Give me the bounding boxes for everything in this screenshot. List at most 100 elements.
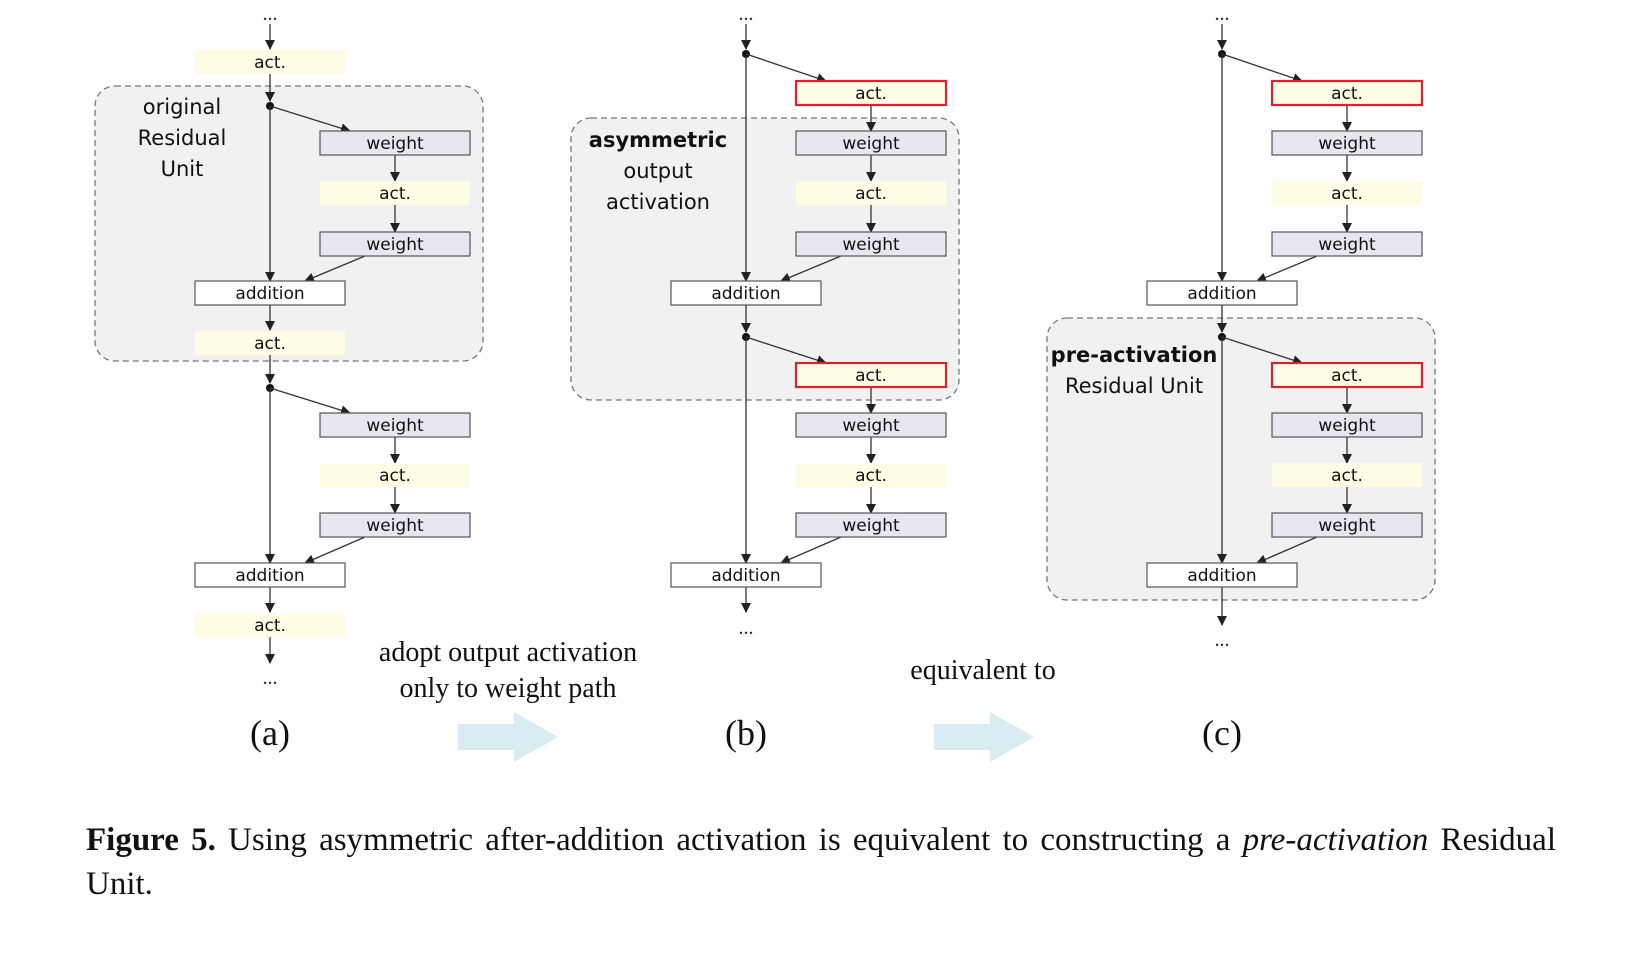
panel-b-unit-2-weight-box-2-label: weight [842, 416, 900, 436]
residual-unit-diagram: ... act. weight act. weight addition act. weigh… [94, 3, 1436, 762]
panel-a-region-label-line: Unit [161, 157, 204, 181]
panel-c-unit-1-weight-box-2-label: weight [1318, 134, 1376, 154]
figure-caption: Figure 5. Using asymmetric after-additio… [86, 818, 1556, 906]
panel-c-unit-1-addition-box-label: addition [1187, 284, 1256, 304]
transition-ab-arrow-icon [458, 712, 558, 762]
panel-a-unit-2-addition-box-label: addition [235, 566, 304, 586]
panel-a-unit-2-addition-box [194, 562, 346, 588]
panel-a-unit-1-weight-box-3 [319, 231, 471, 257]
panel-a-unit-2-branch-arrow [269, 387, 351, 416]
panel-c-unit-1-act-box-1 [1270, 79, 1424, 107]
panel-b-unit-2-addition-box-label: addition [711, 566, 780, 586]
panel-a-unit-1-act-box-2 [320, 181, 470, 205]
panel-a-act-box-bottom-label: act. [254, 616, 286, 636]
caption-text-part1: Using asymmetric after-addition activati… [215, 822, 1243, 858]
panel-b-unit-1-weight-box-4-label: weight [842, 235, 900, 255]
caption-italic-term: pre-activation [1242, 822, 1429, 858]
panel-a-unit-2-act-box-2 [320, 463, 470, 487]
panel-a-act-box-top [195, 50, 345, 74]
panel-b-unit-1-weight-box-2-label: weight [842, 134, 900, 154]
caption-text-part2: Residual Unit. [86, 822, 1556, 902]
panel-a-unit-2-weight-box-3-label: weight [366, 516, 424, 536]
panel-b-region-label-line: output [623, 159, 692, 183]
panel-b-unit-1-act-box-3-label: act. [855, 184, 887, 204]
panel-a-act-box-mid [195, 331, 345, 355]
panel-a-unit-1-weight-box-3-label: weight [366, 235, 424, 255]
panel-b-unit-1-weight-box-2 [795, 130, 947, 156]
panel-c-unit-2-merge-arrow [1256, 536, 1318, 565]
panel-b-unit-2-weight-box-4-label: weight [842, 516, 900, 536]
panel-c-unit-2-branch-arrow [1221, 336, 1303, 365]
panel-b-unit-2-act-box-1-label: act. [855, 366, 887, 386]
panel-c-label: (c) [1202, 713, 1242, 753]
panel-c-region-label-line: Residual Unit [1065, 374, 1203, 398]
panel-a-region-label-line: Residual [138, 126, 227, 150]
panel-c-unit-1-addition-box [1146, 280, 1298, 306]
panel-b-unit-2-addition-box [670, 562, 822, 588]
panel-a-act-box-bottom [195, 613, 345, 637]
panel-c-unit-1-act-box-3-label: act. [1331, 184, 1363, 204]
panel-c-ellipsis-top: ... [1215, 3, 1230, 25]
panel-b-unit-2-merge-arrow [780, 536, 842, 565]
panel-a-label: (a) [250, 713, 290, 753]
panel-b-unit-2-weight-box-2 [795, 412, 947, 438]
panel-c-unit-1-weight-box-2 [1271, 130, 1423, 156]
panel-b-region-label-line: activation [606, 190, 710, 214]
panel-b-unit-2-branch-arrow [745, 336, 827, 365]
transition-bc-text-line: equivalent to [910, 655, 1055, 686]
panel-b-unit-1-act-box-1 [794, 79, 948, 107]
panel-a-unit-1-weight-box-1-label: weight [366, 134, 424, 154]
panel-b-unit-1-branch-arrow [745, 53, 827, 83]
panel-a-unit-1-act-box-2-label: act. [379, 184, 411, 204]
panel-c-unit-2-weight-box-2 [1271, 412, 1423, 438]
panel-a-unit-1-addition-box [194, 280, 346, 306]
panel-b-label: (b) [725, 713, 767, 753]
panel-b-unit-2-weight-box-4 [795, 512, 947, 538]
panel-a-unit-2-weight-box-3 [319, 512, 471, 538]
panel-a-unit-1-merge-arrow [304, 255, 366, 283]
panel-b-ellipsis-bottom: ... [739, 617, 754, 639]
panel-c-unit-2-addition-box-label: addition [1187, 566, 1256, 586]
panel-b-unit-1-weight-box-4 [795, 231, 947, 257]
panel-c-unit-2-addition-box [1146, 562, 1298, 588]
caption-figure-number: Figure 5. [86, 822, 216, 858]
panel-b-unit-1-addition-box [670, 280, 822, 306]
panel-b-unit-1-merge-arrow [780, 255, 842, 283]
panel-c-unit-1-branch-arrow [1221, 53, 1303, 83]
panel-b-unit-1-act-box-3 [796, 181, 946, 205]
panel-c-unit-2-weight-box-4 [1271, 512, 1423, 538]
panel-c-unit-2-act-box-1 [1270, 361, 1424, 389]
panel-b-unit-2-act-box-1 [794, 361, 948, 389]
panel-a-unit-1-branch-arrow [269, 105, 351, 134]
panel-c-region-label-line: pre-activation [1051, 343, 1218, 367]
panel-a-unit-2-act-box-2-label: act. [379, 466, 411, 486]
panel-b-ellipsis-top: ... [739, 3, 754, 25]
panel-b-region-label-line: asymmetric [589, 128, 727, 152]
panel-a-unit-2-merge-arrow [304, 536, 366, 565]
panel-c-unit-2-weight-box-2-label: weight [1318, 416, 1376, 436]
panel-a-act-box-top-label: act. [254, 53, 286, 73]
panel-a-unit-1-addition-box-label: addition [235, 284, 304, 304]
panel-c-unit-1-weight-box-4-label: weight [1318, 235, 1376, 255]
panel-c-unit-2-act-box-1-label: act. [1331, 366, 1363, 386]
panel-a-ellipsis-top: ... [263, 3, 278, 25]
transition-ab-text-line: adopt output activation [379, 637, 637, 668]
transition-bc-arrow-icon [934, 712, 1034, 762]
transition-ab-text-line: only to weight path [400, 673, 617, 704]
panel-c-ellipsis-bottom: ... [1215, 629, 1230, 651]
panel-c-unit-1-weight-box-4 [1271, 231, 1423, 257]
panel-b-unit-2-act-box-3-label: act. [855, 466, 887, 486]
panel-a-region-label-line: original [143, 95, 222, 119]
panel-c-unit-2-weight-box-4-label: weight [1318, 516, 1376, 536]
panel-c-unit-1-act-box-3 [1272, 181, 1422, 205]
panel-b-unit-1-addition-box-label: addition [711, 284, 780, 304]
panel-a-act-box-mid-label: act. [254, 334, 286, 354]
panel-a-unit-1-weight-box-1 [319, 130, 471, 156]
panel-a-unit-2-weight-box-1-label: weight [366, 416, 424, 436]
panel-b-unit-1-act-box-1-label: act. [855, 84, 887, 104]
panel-c-unit-2-act-box-3 [1272, 463, 1422, 487]
panel-a-unit-2-weight-box-1 [319, 412, 471, 438]
panel-c-unit-2-act-box-3-label: act. [1331, 466, 1363, 486]
panel-b-unit-2-act-box-3 [796, 463, 946, 487]
panel-c-unit-1-merge-arrow [1256, 255, 1318, 283]
